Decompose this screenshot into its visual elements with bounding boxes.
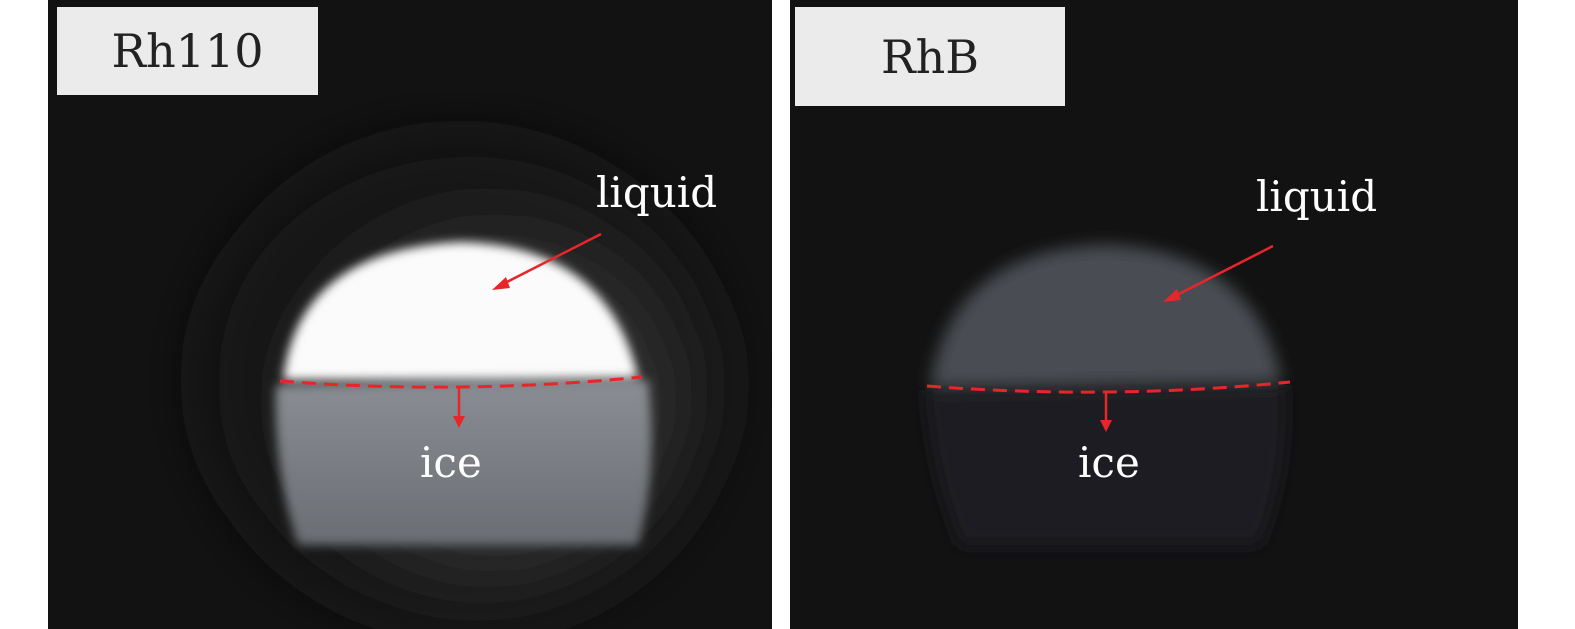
panel-title-box: Rh110 — [57, 7, 318, 95]
panel-title: RhB — [880, 29, 980, 84]
panel-title: Rh110 — [111, 24, 264, 78]
ice-arrow — [453, 388, 465, 428]
ice-label: ice — [420, 438, 482, 487]
ice-arrow — [1100, 392, 1112, 432]
ice-liquid-interface-line — [279, 375, 643, 389]
liquid-label: liquid — [596, 168, 718, 217]
liquid-label: liquid — [1256, 172, 1378, 221]
panel-title-box: RhB — [795, 7, 1065, 106]
liquid-arrow — [492, 232, 602, 290]
ice-label: ice — [1078, 438, 1140, 487]
ice-liquid-interface-line — [926, 380, 1291, 394]
rh110-droplet-image — [48, 0, 772, 629]
rhb-photo-panel: RhB liquid ice — [790, 0, 1518, 629]
liquid-arrow — [1163, 244, 1274, 302]
rh110-photo-panel: Rh110 liquid ice — [48, 0, 772, 629]
